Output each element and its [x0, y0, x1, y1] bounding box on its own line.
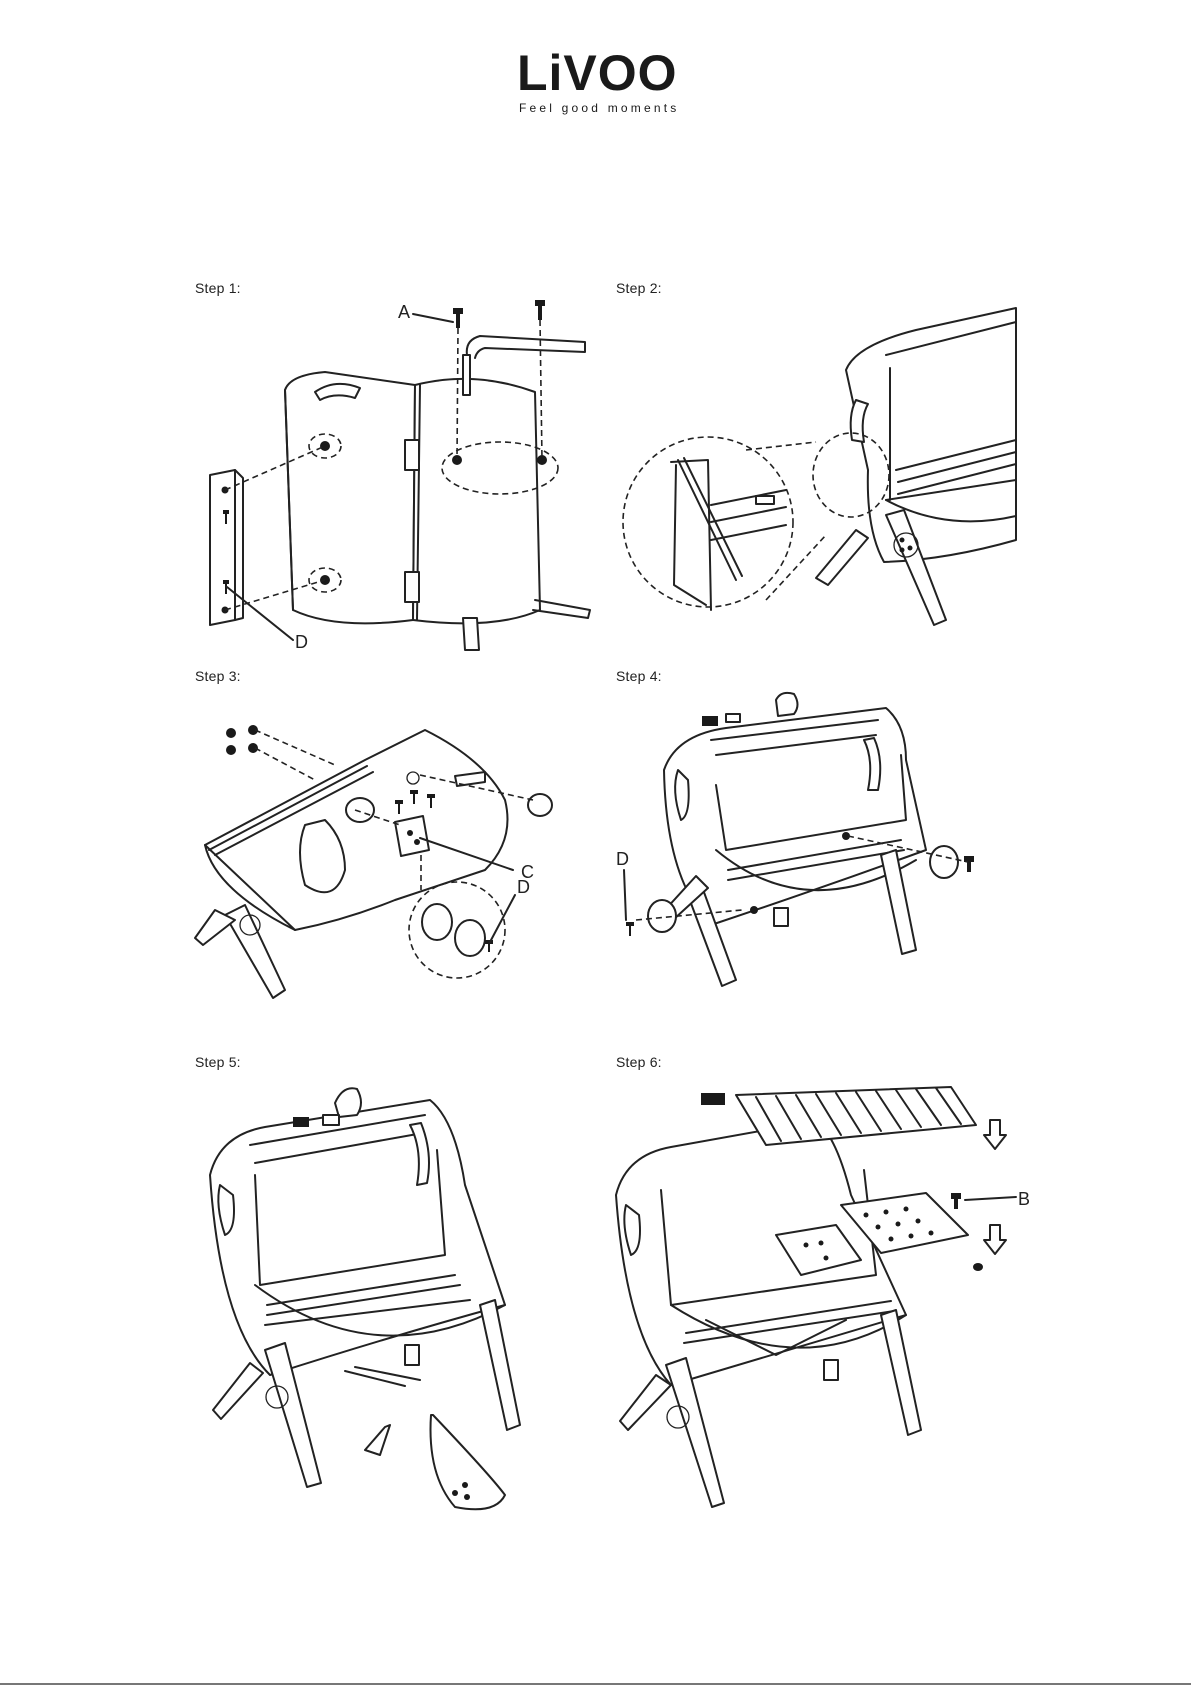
- logo-tagline: Feel good moments: [519, 101, 679, 115]
- callout-d: D: [295, 632, 308, 652]
- step-5-illustration: [195, 1075, 595, 1515]
- step-3-label: Step 3:: [195, 668, 241, 684]
- step-2-illustration: [616, 300, 1016, 655]
- callout-d-step4: D: [616, 849, 629, 869]
- step-2-label: Step 2:: [616, 280, 662, 296]
- step-4-illustration: D: [616, 690, 1016, 1040]
- step-1-illustration: A D: [195, 300, 595, 655]
- callout-a: A: [398, 302, 410, 322]
- step-4-label: Step 4:: [616, 668, 662, 684]
- livoo-logo: LiVOO Feel good moments: [515, 44, 680, 116]
- callout-d-step3: D: [517, 877, 530, 897]
- step-1-label: Step 1:: [195, 280, 241, 296]
- step-6-illustration: B: [616, 1075, 1076, 1515]
- step-5-label: Step 5:: [195, 1054, 241, 1070]
- step-6-label: Step 6:: [616, 1054, 662, 1070]
- logo-brand: LiVOO: [517, 45, 678, 101]
- callout-b: B: [1018, 1189, 1030, 1209]
- step-3-illustration: C D: [195, 690, 595, 1040]
